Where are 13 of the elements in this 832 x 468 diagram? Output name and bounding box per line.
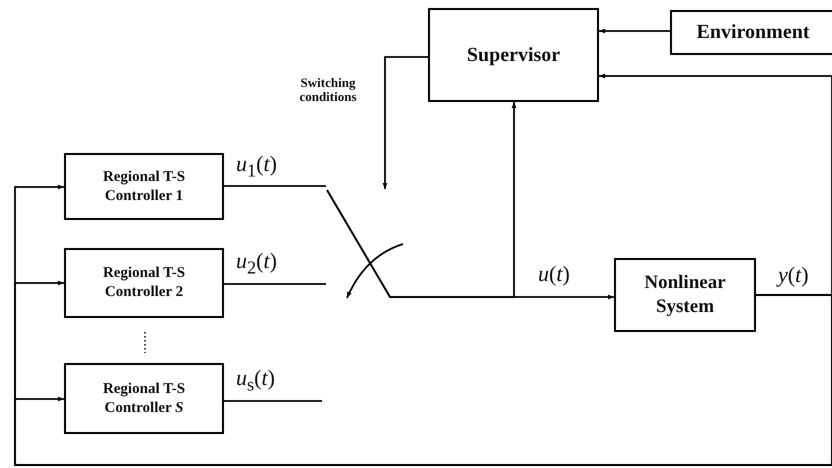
block-box: Nonlinear System <box>614 258 756 332</box>
block-box: Environment <box>670 10 832 55</box>
signal-line <box>224 283 326 285</box>
block-box: Regional T-S Controller 2 <box>64 248 224 318</box>
arrow <box>599 28 670 34</box>
arrow <box>397 294 614 300</box>
signal-line <box>224 185 326 187</box>
signal-line <box>224 400 322 402</box>
block-box: Supervisor <box>428 8 599 102</box>
block-box: Regional T-S Controller S <box>64 363 224 434</box>
arrow <box>599 74 832 296</box>
arrow <box>382 56 428 189</box>
block-box: Regional T-S Controller 1 <box>64 153 224 220</box>
